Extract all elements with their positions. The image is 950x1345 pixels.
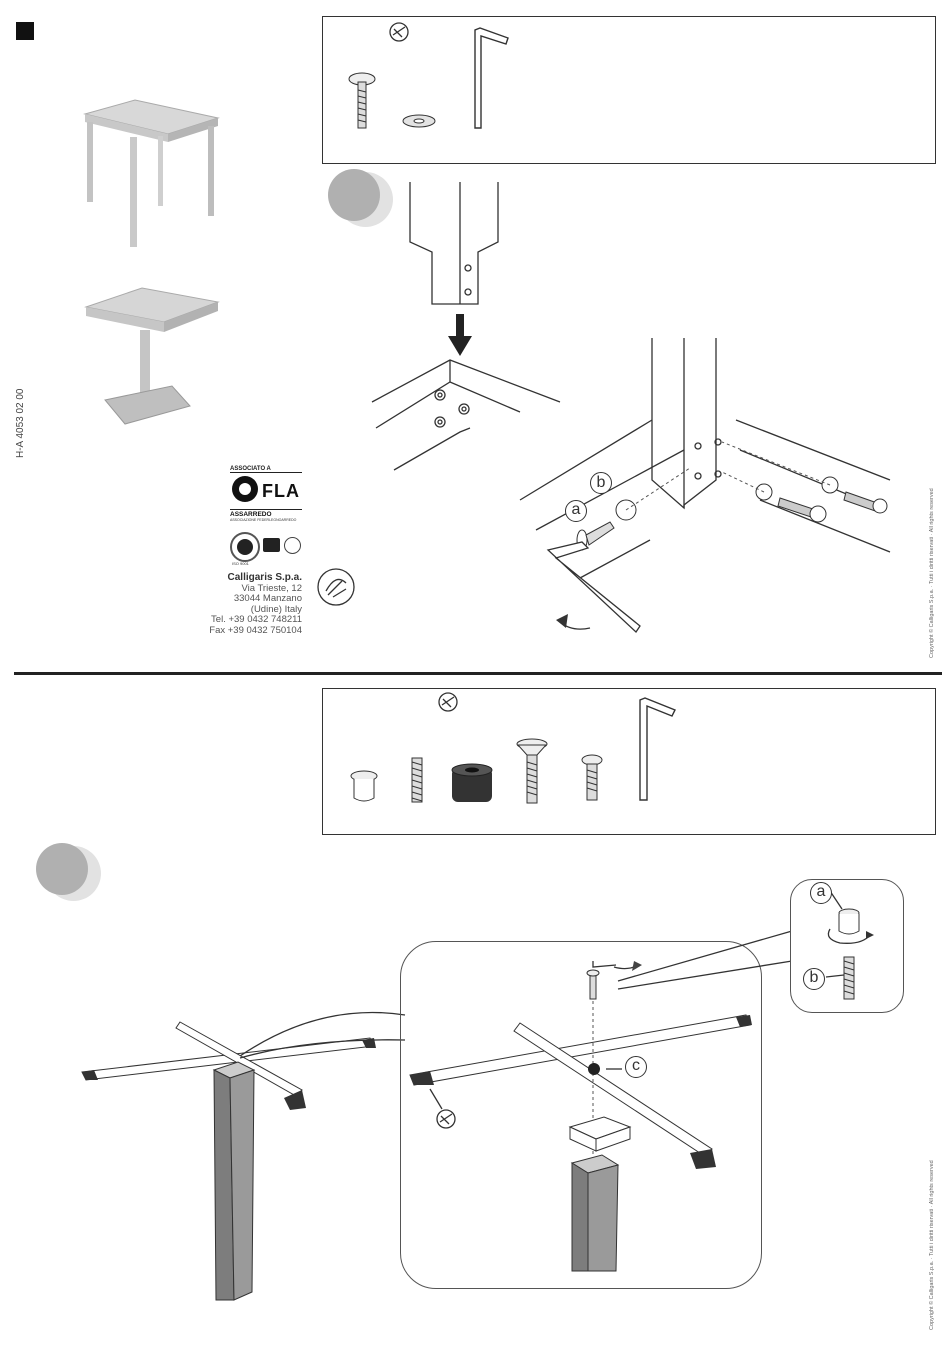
parts-box-2: [322, 688, 936, 835]
product-image-table: [83, 99, 220, 247]
allen-key-icon: [474, 27, 509, 129]
zoom-detail-diagram: [825, 890, 874, 1000]
copyright-1: Copyright © Calligaris S.p.a. · Tutti i …: [929, 488, 935, 658]
callout-b-1: b: [590, 472, 612, 494]
iso-cert-icon: [230, 532, 260, 562]
assarredo-sub: ASSOCIAZIONE FEDERLEGNOARREDO: [230, 518, 297, 522]
small-button-screw-icon: [581, 754, 603, 801]
section-marker: [16, 22, 34, 40]
callout-c-2: c: [625, 1056, 647, 1078]
assembly-tool-icon: [317, 568, 355, 606]
callout-a-2: a: [810, 882, 832, 904]
company-street: Via Trieste, 12: [241, 582, 302, 594]
callout-a-1: a: [565, 500, 587, 522]
company-fax: Fax +39 0432 750104: [209, 624, 302, 636]
company-region: (Udine) Italy: [250, 603, 302, 615]
button-head-screw-icon: [348, 72, 376, 129]
hand-tool-icon: [389, 22, 409, 42]
spacer-icon: [451, 763, 493, 802]
cisq-logo-icon: [263, 538, 280, 552]
threaded-rod-icon: [411, 757, 423, 803]
step-2-circle: [36, 843, 88, 895]
hand-tool-icon: [438, 692, 458, 712]
assoc-label: ASSOCIATO A: [230, 466, 271, 472]
hand-tool-icon: [436, 1109, 456, 1129]
washer-icon: [402, 114, 436, 128]
company-address: Calligaris S.p.a. Via Trieste, 12 33044 …: [180, 572, 302, 643]
fla-logo: FLA: [230, 472, 302, 510]
step-2-base-diagram: [81, 1011, 406, 1301]
cert-logos: ISO 9001: [230, 528, 302, 568]
doc-code: H-A 4053 02 00: [15, 388, 26, 459]
section-divider: [14, 672, 942, 675]
step-1-diagram: [371, 182, 891, 633]
sleeve-nut-icon: [350, 770, 378, 802]
fla-badge: ASSOCIATO A FLA ASSARREDO ASSOCIAZIONE F…: [230, 466, 302, 568]
allen-key-icon: [639, 697, 676, 801]
cert-label: ISO 9001: [232, 561, 249, 566]
company-city: 33044 Manzano: [233, 593, 302, 604]
parts-box-1-content: [348, 22, 509, 129]
company-tel: Tel. +39 0432 748211: [211, 614, 302, 625]
copyright-2: Copyright © Calligaris S.p.a. · Tutti i …: [929, 1160, 935, 1330]
fla-text: FLA: [262, 481, 300, 501]
step-1-circle: [328, 169, 380, 221]
iqnet-logo-icon: [284, 537, 301, 554]
company-name: Calligaris S.p.a.: [227, 572, 302, 583]
parts-box-2-content: [350, 692, 676, 804]
callout-b-2: b: [803, 968, 825, 990]
step-2-detail-diagram: [409, 930, 793, 1272]
product-image-pedestal-table: [84, 287, 220, 425]
countersunk-screw-icon: [516, 738, 548, 804]
parts-box-1: [322, 16, 936, 164]
detail-frame: [400, 941, 762, 1289]
assarredo-text: ASSARREDO: [230, 511, 272, 518]
